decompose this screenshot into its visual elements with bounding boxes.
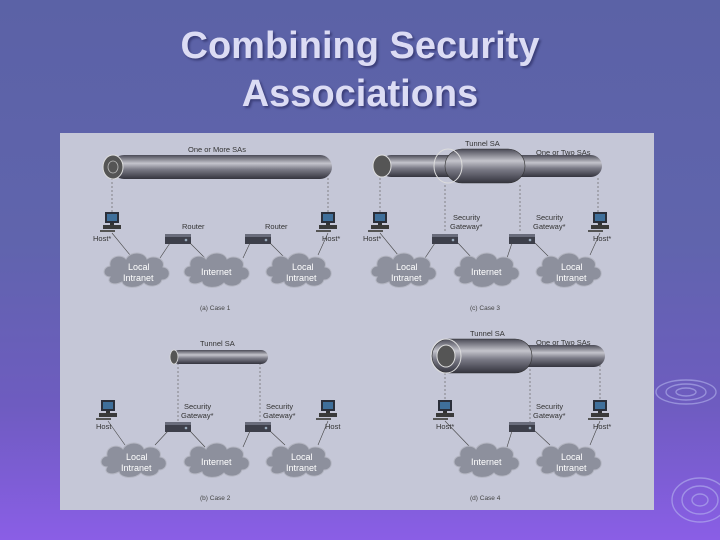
- case3-host-left-computer-icon: [368, 212, 389, 232]
- case1-host-right-label: Host*: [322, 234, 340, 243]
- case3-gw-left-line2: Gateway*: [450, 222, 483, 231]
- sa-combination-figure: One or More SAs Host* Host* Router Route…: [60, 133, 654, 510]
- case3-gw-right-line1: Security: [536, 213, 563, 222]
- case3-gw-right-line2: Gateway*: [533, 222, 566, 231]
- case2-host-left-computer-icon: [96, 400, 117, 420]
- case1-cloud-left-line2: Intranet: [123, 273, 154, 283]
- case4-caption: (d) Case 4: [470, 495, 501, 502]
- case1-cloud-right-line1: Local: [292, 262, 314, 272]
- case3-caption: (c) Case 3: [470, 305, 500, 312]
- case1-cloud-left-line1: Local: [128, 262, 150, 272]
- case3-cloud-left-line2: Intranet: [391, 273, 422, 283]
- case4-host-left-computer-icon: [433, 400, 454, 420]
- case1-router-left-icon: [165, 234, 191, 244]
- case1-host-right-computer-icon: [316, 212, 337, 232]
- case2-gw-left-icon: [165, 422, 191, 432]
- case4-host-right-computer-icon: [588, 400, 609, 420]
- case1-tube-label: One or More SAs: [188, 145, 246, 154]
- case3-host-right-label: Host*: [593, 234, 611, 243]
- decorative-swirl-icon: [655, 379, 720, 523]
- case4-cloud-right-line1: Local: [561, 452, 583, 462]
- case1-router-right-icon: [245, 234, 271, 244]
- case2-cloud-right-line1: Local: [291, 452, 313, 462]
- case3-diagram: Tunnel SA One or Two SAs Host* Host* Sec…: [363, 139, 611, 312]
- slide-title-line2: Associations: [241, 73, 479, 115]
- case2-host-left-label: Host: [96, 422, 112, 431]
- case3-gw-left-icon: [432, 234, 458, 244]
- case3-gw-right-icon: [509, 234, 535, 244]
- case3-host-right-computer-icon: [588, 212, 609, 232]
- case3-cloud-internet-label: Internet: [471, 267, 502, 277]
- case1-sa-tube: [112, 155, 332, 179]
- case2-tunnel-label: Tunnel SA: [200, 339, 235, 348]
- case3-tunnel-label: Tunnel SA: [465, 139, 500, 148]
- case1-cloud-right-line2: Intranet: [286, 273, 317, 283]
- case1-host-left-label: Host*: [93, 234, 111, 243]
- case4-outer-label: One or Two SAs: [536, 338, 591, 347]
- case3-cloud-left-line1: Local: [396, 262, 418, 272]
- case2-host-right-label: Host: [325, 422, 341, 431]
- case4-cloud-right-line2: Intranet: [556, 463, 587, 473]
- case2-gw-left-line1: Security: [184, 402, 211, 411]
- case1-router-right-label: Router: [265, 222, 288, 231]
- case1-cloud-internet-label: Internet: [201, 267, 232, 277]
- case3-cloud-right-line1: Local: [561, 262, 583, 272]
- case2-tunnel-sa-tube: [172, 350, 268, 364]
- case2-gw-left-line2: Gateway*: [181, 411, 214, 420]
- case2-cloud-left-line1: Local: [126, 452, 148, 462]
- slide-title: Combining Security Associations: [0, 22, 720, 118]
- case2-caption: (b) Case 2: [200, 495, 231, 502]
- case2-gw-right-icon: [245, 422, 271, 432]
- case2-host-right-computer-icon: [316, 400, 337, 420]
- case1-diagram: One or More SAs Host* Host* Router Route…: [93, 145, 340, 312]
- case1-host-left-computer-icon: [100, 212, 121, 232]
- case4-gw-right-line1: Security: [536, 402, 563, 411]
- case4-host-left-label: Host*: [436, 422, 454, 431]
- case4-diagram: Tunnel SA One or Two SAs Host* Host* Sec…: [430, 329, 611, 502]
- case1-caption: (a) Case 1: [200, 305, 231, 312]
- case3-host-left-label: Host*: [363, 234, 381, 243]
- case3-tunnel-sa-tube: [444, 148, 526, 184]
- case3-outer-label: One or Two SAs: [536, 148, 591, 157]
- case2-cloud-left-line2: Intranet: [121, 463, 152, 473]
- case3-cloud-right-line2: Intranet: [556, 273, 587, 283]
- case4-host-right-label: Host*: [593, 422, 611, 431]
- case4-gw-right-icon: [509, 422, 535, 432]
- case2-gw-right-line2: Gateway*: [263, 411, 296, 420]
- case4-tunnel-sa-tube: [431, 338, 533, 374]
- case4-gw-right-line2: Gateway*: [533, 411, 566, 420]
- case2-cloud-internet-label: Internet: [201, 457, 232, 467]
- case2-cloud-right-line2: Intranet: [286, 463, 317, 473]
- case2-diagram: Tunnel SA Host Host Security Gateway* Se…: [96, 339, 341, 502]
- slide-title-line1: Combining Security: [180, 25, 540, 67]
- case2-gw-right-line1: Security: [266, 402, 293, 411]
- case1-router-left-label: Router: [182, 222, 205, 231]
- case4-tunnel-label: Tunnel SA: [470, 329, 505, 338]
- case3-gw-left-line1: Security: [453, 213, 480, 222]
- case4-cloud-internet-label: Internet: [471, 457, 502, 467]
